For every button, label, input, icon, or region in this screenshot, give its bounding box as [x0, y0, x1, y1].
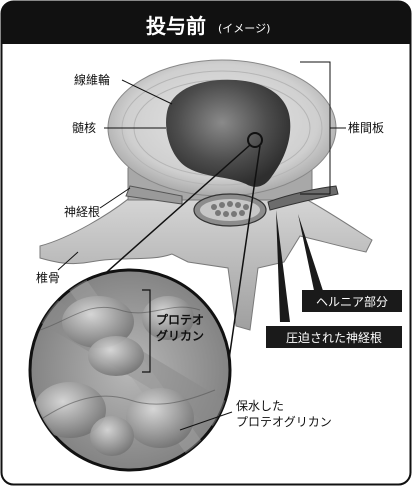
label-hydrated-2: プロテオグリカン	[236, 415, 332, 429]
header-subtitle: (イメージ)	[218, 22, 270, 35]
label-disc: 椎間板	[348, 120, 384, 135]
label-vertebra: 椎骨	[36, 270, 60, 285]
label-nucleus: 髄核	[72, 120, 96, 135]
label-proteoglycan-2: グリカン	[156, 328, 204, 343]
label-nerve-root: 神経根	[64, 205, 100, 219]
label-hydrated-1: 保水した	[236, 399, 284, 413]
hernia-callout: ヘルニア部分	[316, 294, 388, 309]
spinal-cord	[194, 194, 266, 226]
compressed-nerve-callout: 圧迫された神経根	[286, 331, 382, 345]
label-proteoglycan-1: プロテオ	[156, 312, 204, 327]
header-title: 投与前	[146, 14, 206, 38]
header-bar	[2, 2, 410, 44]
label-annulus: 線維輪	[74, 72, 110, 87]
